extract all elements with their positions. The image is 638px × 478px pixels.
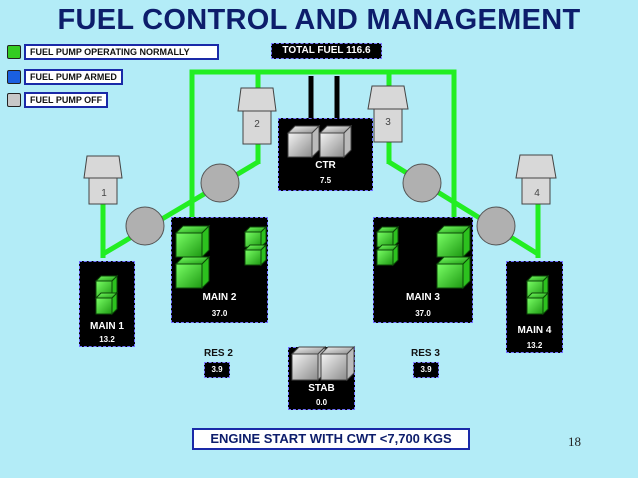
legend-item-off: FUEL PUMP OFF [7, 92, 109, 108]
pump-number: 3 [385, 117, 391, 128]
tank-main-3-value: 37.0 [415, 309, 431, 318]
tank-ctr-value: 7.5 [319, 176, 332, 185]
tank-main-4-label: MAIN 4 [517, 325, 552, 336]
pump-operating-swatch [7, 45, 21, 59]
page-title: FUEL CONTROL AND MANAGEMENT [57, 4, 581, 36]
pump-off-swatch [7, 93, 21, 107]
tank-stab-value: 0.0 [315, 398, 328, 407]
tank-ctr-label: CTR [315, 160, 336, 171]
page-number: 18 [568, 434, 581, 449]
res-3-value: 3.9 [413, 362, 439, 378]
res-2-label: RES 2 [204, 348, 233, 359]
crossfeed-valve-2[interactable] [200, 163, 240, 203]
legend-label: FUEL PUMP OPERATING NORMALLY [24, 44, 219, 60]
tank-main-2-value: 37.0 [211, 309, 228, 318]
tank-main-2-label: MAIN 2 [202, 292, 237, 303]
crossfeed-valve-1[interactable] [125, 206, 165, 246]
tank-main-4-value: 13.2 [526, 341, 543, 350]
legend-label: FUEL PUMP OFF [24, 92, 109, 108]
pump-armed-swatch [7, 70, 21, 84]
tank-main-2 [171, 217, 268, 323]
total-fuel-readout: TOTAL FUEL 116.6 [271, 43, 382, 59]
legend-item-armed: FUEL PUMP ARMED [7, 69, 123, 85]
engine-pump-4[interactable] [515, 154, 557, 205]
crossfeed-valve-4[interactable] [476, 206, 516, 246]
engine-start-message: ENGINE START WITH CWT <7,700 KGS [192, 428, 470, 450]
engine-pump-3[interactable] [367, 85, 409, 143]
tank-main-4 [506, 261, 563, 353]
center-feed-lines [308, 76, 340, 118]
tank-main-1-value: 13.2 [99, 335, 115, 344]
engine-pump-1[interactable] [83, 155, 123, 205]
crossfeed-valve-3[interactable] [402, 163, 442, 203]
tank-main-3-label: MAIN 3 [406, 292, 440, 303]
pump-number: 4 [534, 188, 540, 199]
pump-number: 2 [254, 119, 260, 130]
res-2-value: 3.9 [204, 362, 230, 378]
legend-label: FUEL PUMP ARMED [24, 69, 123, 85]
res-3-label: RES 3 [411, 348, 440, 359]
engine-pump-2[interactable] [237, 87, 277, 145]
tank-main-3 [373, 217, 473, 323]
tank-main-1-label: MAIN 1 [90, 321, 124, 332]
pump-number: 1 [101, 188, 107, 199]
legend-item-operating: FUEL PUMP OPERATING NORMALLY [7, 44, 219, 60]
tank-stab-label: STAB [308, 383, 335, 394]
